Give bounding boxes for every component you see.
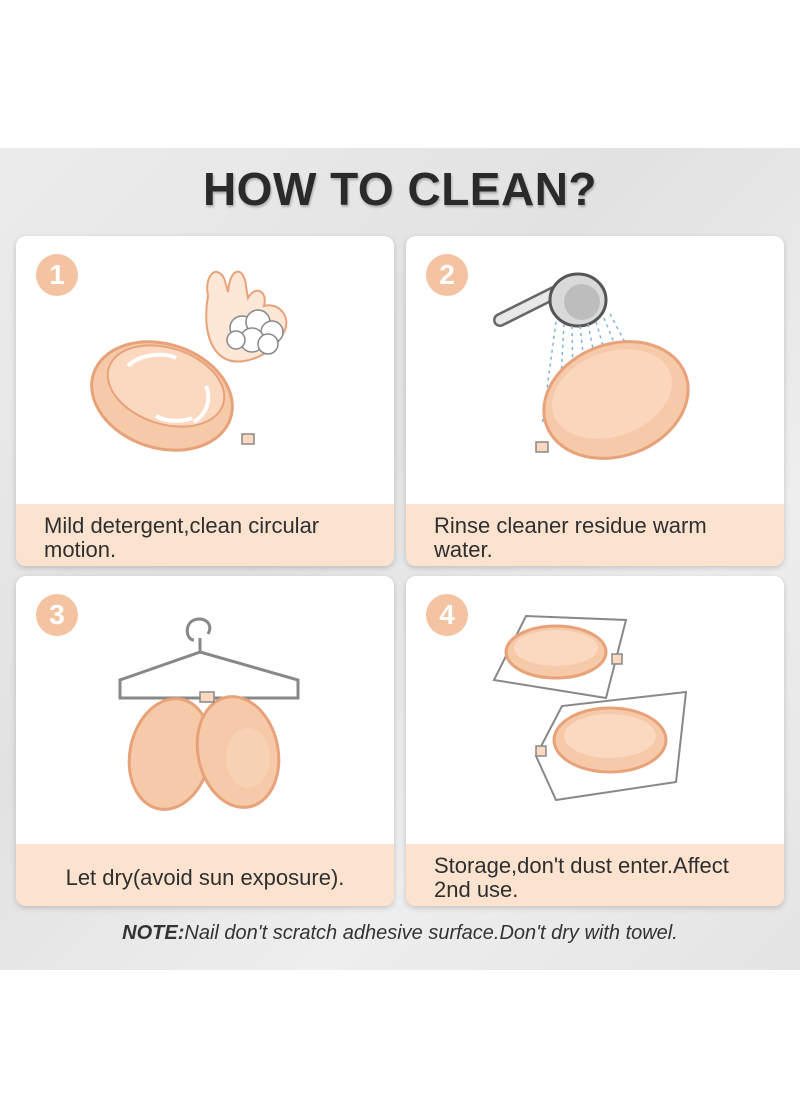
note-body: Nail don't scratch adhesive surface.Don'…: [184, 922, 678, 944]
step-caption: Rinse cleaner residue warm water.: [406, 504, 784, 566]
step-number-badge: 4: [426, 594, 468, 636]
step-caption: Storage,don't dust enter.Affect 2nd use.: [406, 844, 784, 906]
step-card-4: 4 Storage,don't dust enter.Affect 2nd us…: [406, 576, 784, 906]
step-caption: Let dry(avoid sun exposure).: [16, 844, 394, 906]
step-number-badge: 2: [426, 254, 468, 296]
note-text: NOTE:Nail don't scratch adhesive surface…: [0, 922, 800, 945]
note-label: NOTE:: [122, 922, 185, 944]
washing-cup-illustration: [90, 270, 288, 452]
step-caption: Mild detergent,clean circular motion.: [16, 504, 394, 566]
step-number-badge: 1: [36, 254, 78, 296]
storing-cups-illustration: [492, 614, 688, 802]
step-card-2: 2 Rinse cleaner residue warm water.: [406, 236, 784, 566]
page-title: HOW TO CLEAN?: [202, 163, 598, 215]
step-card-3: 3 Let dry(avoid sun exposure).: [16, 576, 394, 906]
step-number-badge: 3: [36, 594, 78, 636]
step-card-1: 1 Mild detergent,clean circular motion.: [16, 236, 394, 566]
drying-cup-illustration: [118, 617, 300, 811]
rinsing-cup-illustration: [493, 272, 690, 460]
